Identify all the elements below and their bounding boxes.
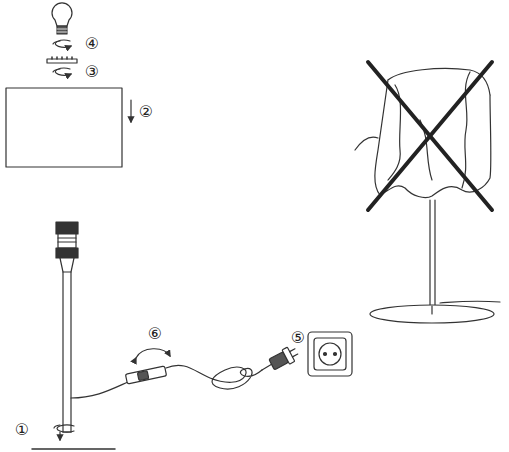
plug: [268, 344, 300, 371]
rotation-arrow: [54, 425, 74, 440]
callout-number: ⑥: [147, 325, 163, 343]
base-plate: [32, 448, 115, 450]
rotation-arrow: [53, 40, 71, 47]
callout-number: ②: [138, 103, 154, 121]
callout-number: ⑤: [290, 329, 306, 347]
rotation-arrow: [53, 68, 71, 75]
cross-mark: [368, 62, 492, 210]
coiled-cable: [166, 365, 262, 389]
lamp-shade: [6, 88, 122, 167]
light-bulb: [52, 3, 72, 34]
wall-outlet: [308, 332, 352, 376]
shade-ring: [47, 57, 77, 63]
power-cable: [71, 382, 128, 398]
lamp-stem: [63, 272, 71, 432]
inline-switch: [125, 366, 166, 384]
callout-number: ④: [84, 35, 100, 53]
direction-arrow: [130, 100, 131, 122]
press-arrow: [136, 349, 170, 358]
callout-number: ①: [14, 421, 30, 439]
callout-number: ③: [84, 63, 100, 81]
lamp-socket: [56, 222, 78, 272]
power-cable: [262, 364, 272, 370]
